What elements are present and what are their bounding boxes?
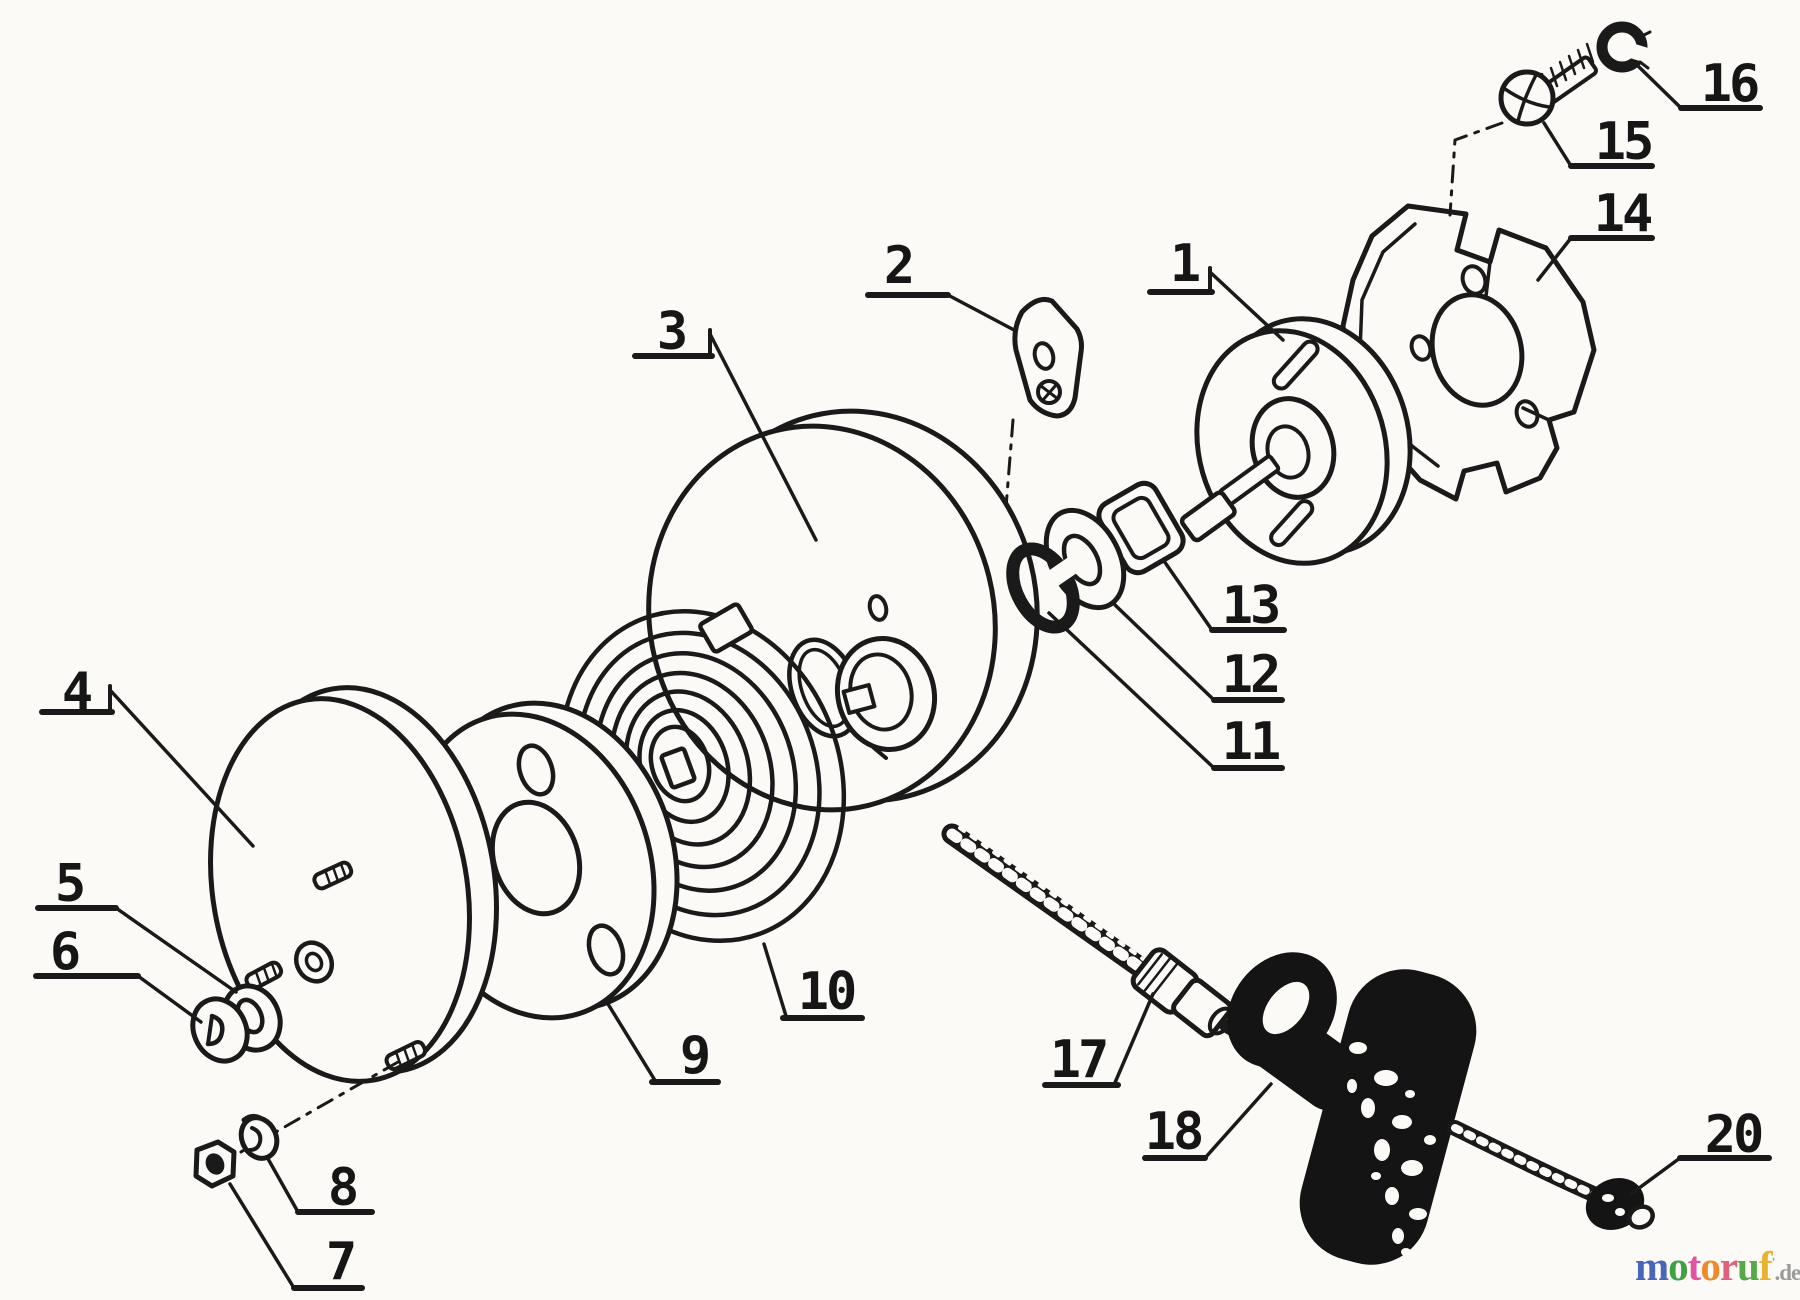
logo-letter: m [1635, 1243, 1669, 1289]
starter-shaft [1179, 454, 1281, 543]
callout-12-lines [1112, 602, 1285, 703]
part-20-rope-end [1447, 1120, 1655, 1230]
callout-2-lines [865, 292, 1016, 332]
part-7-nut [193, 1139, 237, 1189]
part-6-lock-washer [190, 996, 250, 1064]
callout-6: 6 [49, 922, 81, 982]
part-16-e-clip [1596, 21, 1660, 73]
callout-11-lines [1047, 611, 1285, 771]
logo-trademark-tick: ’ [1771, 1254, 1775, 1269]
logo-letter: o [1668, 1243, 1688, 1289]
logo-letter: o [1700, 1243, 1720, 1289]
callout-9: 9 [679, 1026, 711, 1086]
logo-letter: f [1758, 1243, 1773, 1289]
callout-13: 13 [1221, 576, 1282, 636]
callout-15-lines [1542, 121, 1655, 169]
callout-13-lines [1162, 559, 1287, 633]
callout-16-lines [1636, 64, 1763, 111]
callout-3: 3 [656, 302, 688, 362]
callout-14: 14 [1593, 184, 1654, 244]
callout-18-lines [1142, 1082, 1273, 1161]
callout-8: 8 [327, 1158, 359, 1218]
logo-letter: t [1687, 1243, 1702, 1289]
logo-letter: r [1719, 1243, 1738, 1289]
callout-lines [33, 64, 1772, 1291]
callout-15: 15 [1594, 112, 1655, 172]
callout-7: 7 [325, 1232, 357, 1292]
callout-5: 5 [54, 854, 86, 914]
callout-17-lines [1042, 992, 1155, 1088]
callout-4: 4 [61, 662, 93, 722]
part-15-screw [1498, 42, 1598, 127]
callout-1-lines [1147, 266, 1285, 342]
callout-10-lines [762, 942, 865, 1021]
callout-12: 12 [1221, 645, 1282, 705]
axis-line-screw [1448, 121, 1504, 217]
callout-18: 18 [1144, 1102, 1205, 1162]
part-1-drive-plate [1194, 316, 1413, 566]
callout-11: 11 [1221, 712, 1282, 772]
callout-6-lines [33, 973, 203, 1024]
logo-tld: .de [1774, 1260, 1800, 1285]
callout-8-lines [265, 1155, 375, 1215]
callout-10: 10 [797, 962, 858, 1022]
callout-17: 17 [1049, 1030, 1110, 1090]
callout-14-lines [1536, 235, 1655, 282]
callout-1: 1 [1169, 234, 1201, 294]
axis-line-cover-stud [204, 1060, 400, 1174]
motoruf-logo: motoruf’.de [1635, 1246, 1800, 1287]
callout-4-lines [39, 684, 255, 848]
callout-7-lines [228, 1182, 365, 1291]
starter-rope [941, 823, 1169, 991]
callout-16: 16 [1700, 54, 1761, 114]
callout-20-lines [1629, 1155, 1772, 1196]
callout-2: 2 [883, 236, 915, 296]
part-18-handle [1227, 952, 1477, 1265]
part-4-cover-disc [208, 685, 499, 1084]
callout-20: 20 [1704, 1105, 1765, 1165]
part-17-rope-guide [1130, 947, 1235, 1039]
callout-3-lines [632, 328, 818, 542]
part-8-washer [238, 1113, 280, 1161]
part-2-key-plate [1012, 296, 1084, 419]
callout-9-lines [606, 1002, 721, 1085]
logo-letter: u [1737, 1243, 1760, 1289]
callout-5-lines [35, 905, 238, 994]
